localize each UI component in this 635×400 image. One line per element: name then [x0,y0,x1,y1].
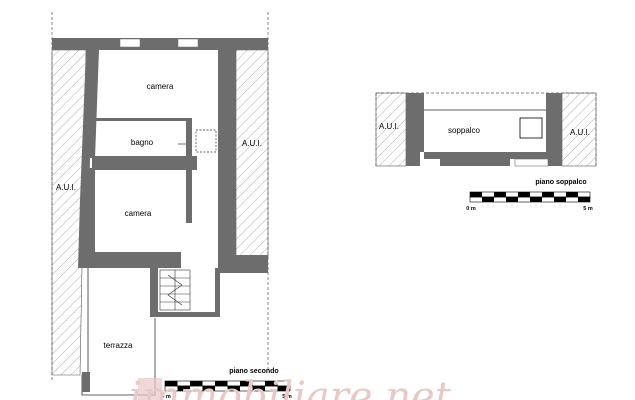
scale-mezz-end: 5 m [583,206,593,212]
mezz-aui-right-area [561,92,597,167]
wall-bagno-right [186,118,192,158]
window-top-left [119,38,141,48]
wall-camera-right [186,168,192,223]
wall-top [52,38,268,50]
plan-piano-secondo: camera bagno camera terrazza A.U.I. A.U.… [51,12,292,400]
mezz-opening [514,158,549,167]
watermark: immobiliare.net [129,374,452,400]
window-top-right [177,38,199,48]
room-label-soppalco: soppalco [448,126,481,135]
wall-stair-left [150,268,158,316]
wall-lower-right [218,255,268,273]
terrazza-pillar [82,372,90,392]
wall-stair-right [215,268,220,317]
mezz-wall-right [546,93,562,166]
wall-camera-left [83,168,95,253]
scale-bar-main [164,380,291,392]
room-label-camera-top: camera [147,82,174,91]
mezz-wall-bottom-ext [440,159,510,166]
floor-label-piano-secondo: piano secondo [229,368,278,375]
wall-mid-block [118,252,154,268]
shower-outline [195,129,217,153]
room-label-terrazza: terrazza [104,341,133,350]
wall-stair-bottom [150,312,220,317]
mezz-wall-left [406,93,424,166]
scale-bar-mezzanine [469,191,591,203]
room-label-camera-mid: camera [125,209,152,218]
room-label-bagno: bagno [131,138,154,147]
wall-camera-bagno [96,118,191,121]
label-aui-left: A.U.I. [56,183,76,192]
label-aui-right: A.U.I. [242,139,262,148]
aui-right-area [235,49,269,259]
wall-bagno-camera [92,156,197,170]
mezz-hatch-square [519,117,543,139]
mezz-wall-bottom [424,152,548,159]
scale-main-end: 5 m [282,394,292,400]
staircase [159,269,191,311]
wall-right [218,50,236,258]
mezz-aui-left-area [375,92,407,167]
scale-main-start: 0 m [161,394,171,400]
plan-piano-soppalco: soppalco A.U.I. A.U.I. piano soppalco 0 … [375,92,597,212]
mezz-label-aui-right: A.U.I. [570,128,590,137]
floor-label-piano-soppalco: piano soppalco [535,179,586,186]
scale-mezz-start: 0 m [466,206,476,212]
mezz-label-aui-left: A.U.I. [379,122,399,131]
watermark-logo-mark [138,378,162,400]
